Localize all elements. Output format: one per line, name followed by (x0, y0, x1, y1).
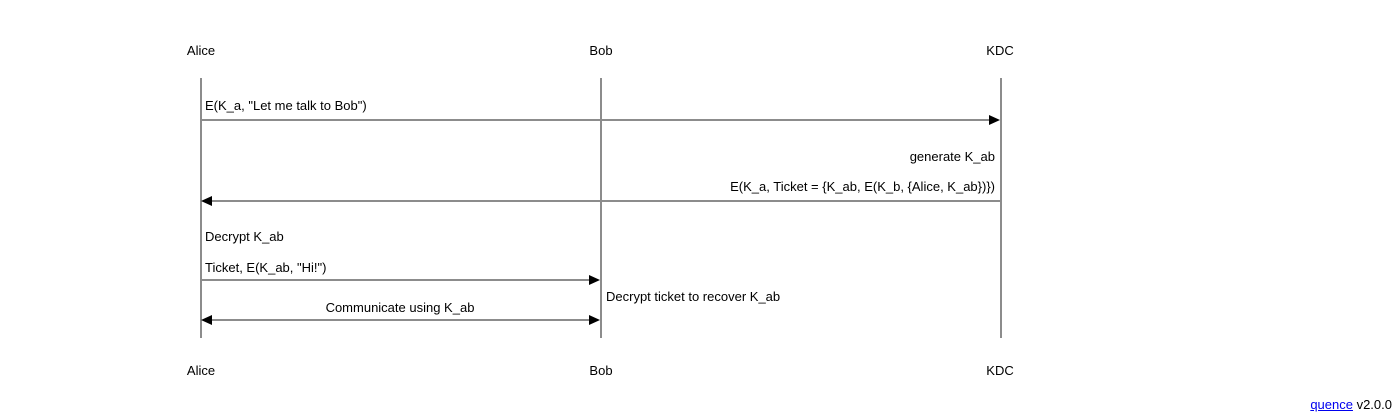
message-1-line (201, 119, 990, 121)
message-4-line (211, 319, 590, 321)
footer-version: quence v2.0.0 (1310, 398, 1392, 412)
arrowhead-left-icon (201, 196, 212, 206)
arrowhead-right-icon (589, 315, 600, 325)
note-generate-kab: generate K_ab (909, 149, 995, 164)
lifeline-bob (600, 78, 602, 338)
version-text: v2.0.0 (1352, 397, 1392, 412)
actor-label-top-alice: Alice (186, 43, 216, 58)
message-2-label: E(K_a, Ticket = {K_ab, E(K_b, {Alice, K_… (730, 179, 995, 194)
note-decrypt-ticket: Decrypt ticket to recover K_ab (606, 289, 781, 304)
message-3-label: Ticket, E(K_ab, "Hi!") (205, 260, 327, 275)
lifeline-kdc (1000, 78, 1002, 338)
actor-label-bottom-kdc: KDC (986, 363, 1014, 378)
arrowhead-right-icon (589, 275, 600, 285)
actor-label-top-kdc: KDC (986, 43, 1014, 58)
actor-label-bottom-alice: Alice (186, 363, 216, 378)
message-3-line (201, 279, 590, 281)
message-1-label: E(K_a, "Let me talk to Bob") (205, 98, 367, 113)
arrowhead-left-icon (201, 315, 212, 325)
arrowhead-right-icon (989, 115, 1000, 125)
note-decrypt-kab: Decrypt K_ab (205, 229, 284, 244)
app-link[interactable]: quence (1310, 397, 1353, 412)
message-4-label: Communicate using K_ab (325, 300, 475, 315)
message-2-line (211, 200, 1000, 202)
lifeline-alice (200, 78, 202, 338)
actor-label-bottom-bob: Bob (589, 363, 613, 378)
actor-label-top-bob: Bob (589, 43, 613, 58)
